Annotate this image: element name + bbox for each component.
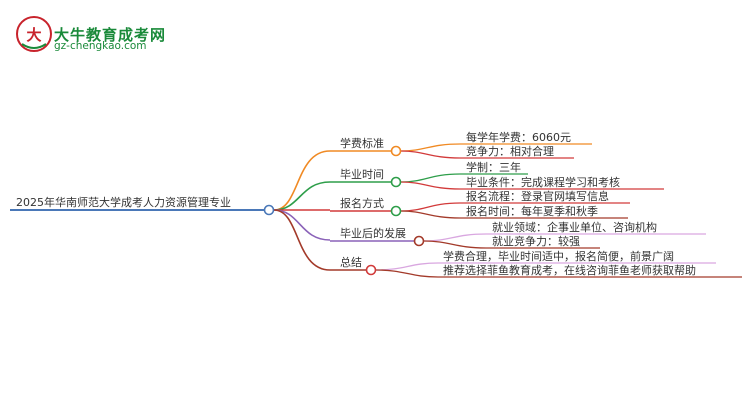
- bull-logo-icon: 大: [16, 16, 52, 52]
- leaf-summary-overview[interactable]: 学费合理，毕业时间适中，报名简便，前景广阔: [443, 250, 674, 263]
- leaf-summary-recommendation[interactable]: 推荐选择菲鱼教育成考，在线咨询菲鱼老师获取帮助: [443, 264, 696, 277]
- leaf-apply-time[interactable]: 报名时间：每年夏季和秋季: [466, 205, 598, 218]
- branch-career[interactable]: 毕业后的发展: [340, 227, 406, 240]
- svg-text:大: 大: [26, 26, 41, 44]
- root-topic[interactable]: 2025年华南师范大学成考人力资源管理专业: [16, 196, 231, 209]
- site-logo[interactable]: 大: [14, 14, 164, 58]
- leaf-graduation-duration[interactable]: 学制：三年: [466, 161, 521, 174]
- branch-curve-summary: [273, 209, 331, 271]
- leaf-graduation-condition[interactable]: 毕业条件：完成课程学习和考核: [466, 176, 620, 189]
- logo-url[interactable]: gz-chengkao.com: [54, 40, 147, 52]
- node-graduation: [390, 176, 402, 188]
- node-apply: [390, 205, 402, 217]
- leaf-fees-amount[interactable]: 每学年学费：6060元: [466, 131, 571, 144]
- leaf-fees-competitiveness[interactable]: 竞争力：相对合理: [466, 145, 554, 158]
- logo-name[interactable]: 大牛教育成考网: [54, 26, 167, 44]
- branch-curve-fees: [273, 150, 331, 211]
- branch-graduation[interactable]: 毕业时间: [340, 168, 384, 181]
- branch-curve-graduation: [273, 181, 331, 211]
- root-node: [263, 204, 275, 216]
- leaf-apply-process[interactable]: 报名流程：登录官网填写信息: [466, 190, 609, 203]
- branch-fees[interactable]: 学费标准: [340, 137, 384, 150]
- branch-summary[interactable]: 总结: [340, 256, 362, 269]
- branch-curve-career: [273, 209, 331, 241]
- node-career: [413, 235, 425, 247]
- branch-apply[interactable]: 报名方式: [340, 197, 384, 210]
- leaf-career-field[interactable]: 就业领域：企事业单位、咨询机构: [492, 221, 657, 234]
- node-summary: [365, 264, 377, 276]
- leaf-career-competitiveness[interactable]: 就业竞争力：较强: [492, 235, 580, 248]
- node-fees: [390, 145, 402, 157]
